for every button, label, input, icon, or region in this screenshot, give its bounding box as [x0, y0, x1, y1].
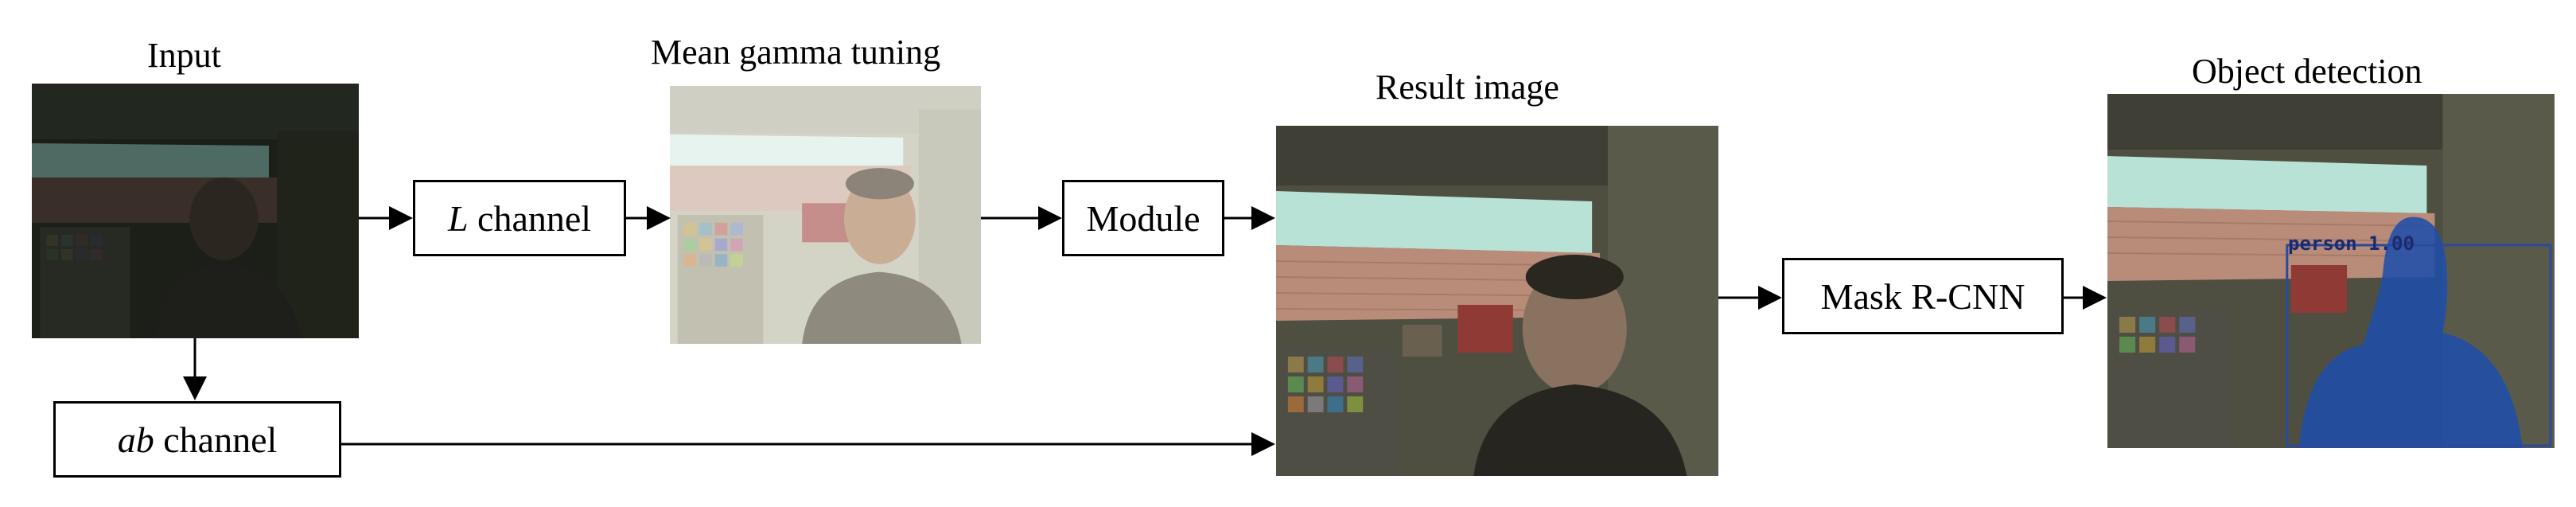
- detection-title: Object detection: [2192, 52, 2422, 91]
- detection-box: [2286, 244, 2552, 447]
- gamma-image: [670, 86, 981, 344]
- result-image: [1276, 126, 1718, 476]
- detection-image: [2107, 94, 2555, 448]
- ab-channel-text: channel: [163, 419, 278, 460]
- mask-rcnn-box: Mask R-CNN: [1782, 258, 2064, 334]
- gamma-title: Mean gamma tuning: [651, 33, 941, 72]
- detection-label: person 1.00: [2288, 232, 2415, 255]
- result-title: Result image: [1376, 68, 1559, 107]
- l-channel-text: channel: [477, 197, 592, 239]
- ab-channel-var: ab: [117, 419, 154, 460]
- l-channel-box: L channel: [413, 180, 626, 256]
- input-image: [32, 84, 359, 338]
- input-title: Input: [147, 36, 221, 75]
- l-channel-var: L: [447, 197, 469, 239]
- person-mask: [2298, 216, 2523, 448]
- module-box: Module: [1062, 180, 1224, 256]
- ab-channel-box: ab channel: [53, 401, 341, 478]
